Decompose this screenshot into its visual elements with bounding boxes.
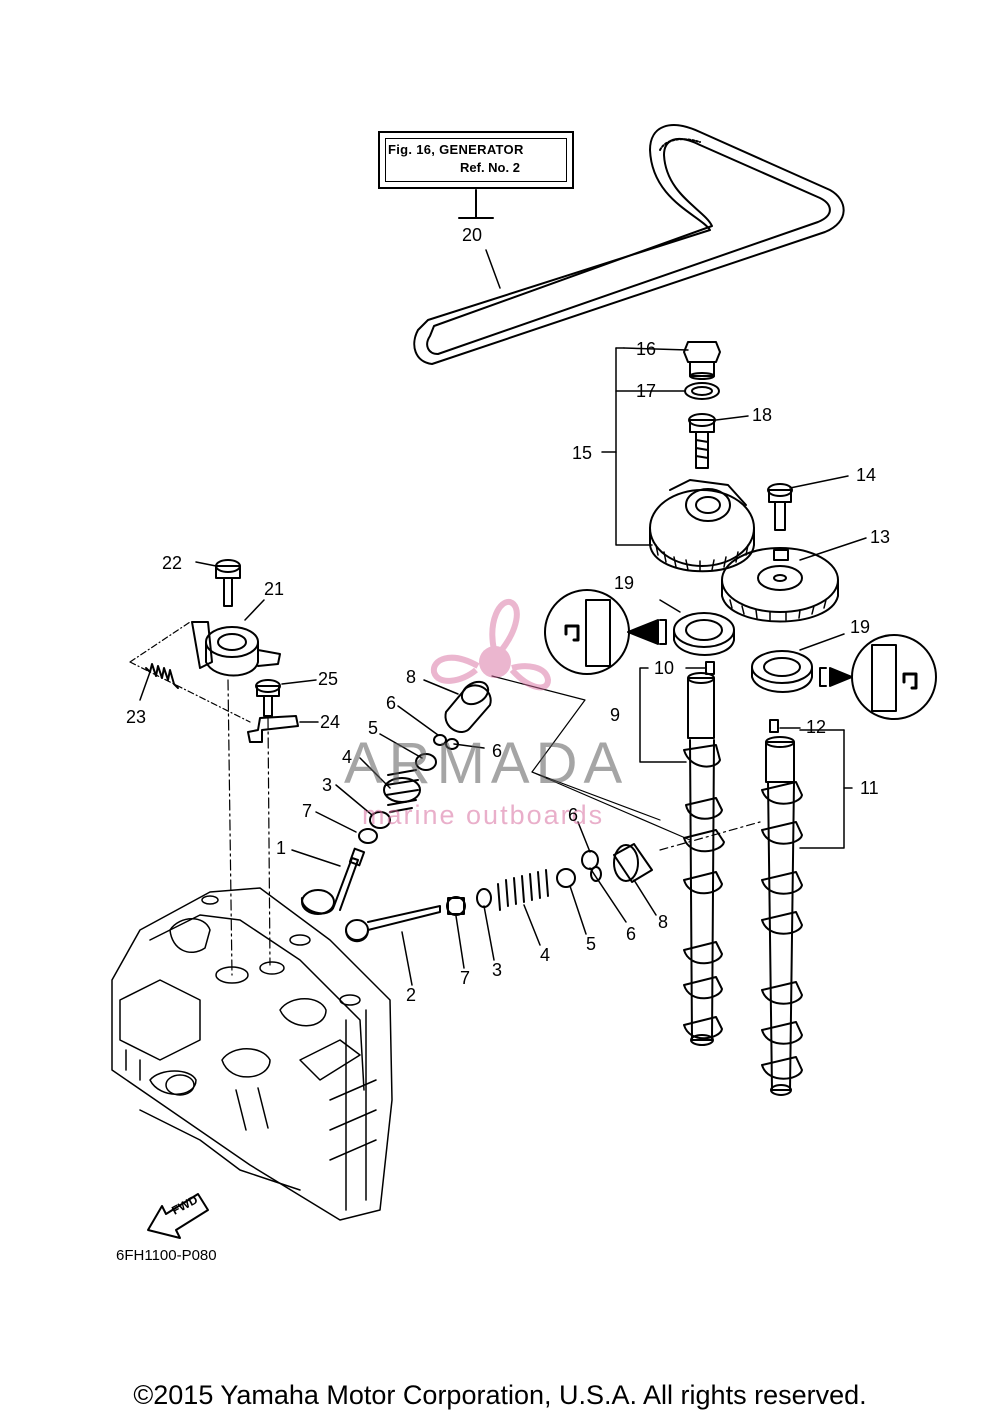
callout-11: 11 [860, 778, 879, 798]
valve-train-lower [345, 843, 653, 943]
callout-3-lower: 3 [492, 960, 503, 980]
reference-number: Ref. No. 2 [460, 160, 520, 175]
callout-8-upper: 8 [406, 667, 417, 687]
callout-14: 14 [856, 465, 877, 485]
oil-seal-19-right [751, 650, 813, 693]
tensioner-21 [191, 621, 281, 677]
bolt-25 [255, 679, 281, 717]
watermark-propeller-icon [430, 598, 552, 691]
callout-7-upper: 7 [302, 801, 313, 821]
seal-detail-right [819, 634, 937, 720]
valve-train-upper [301, 680, 492, 915]
callout-6-lower-a: 6 [568, 805, 579, 825]
callout-18: 18 [752, 405, 773, 425]
washer-17 [684, 382, 720, 400]
callout-25: 25 [318, 669, 339, 689]
sprocket-13 [721, 547, 839, 623]
callout-13: 13 [870, 527, 891, 547]
camshaft-9 [683, 661, 725, 1046]
callout-24: 24 [320, 712, 341, 732]
plug-16 [683, 341, 721, 380]
callout-15: 15 [572, 443, 593, 463]
callout-3-upper: 3 [322, 775, 333, 795]
callout-7-lower: 7 [460, 968, 471, 988]
bolt-14 [767, 483, 793, 531]
callout-2: 2 [406, 985, 417, 1005]
callout-21: 21 [264, 579, 285, 599]
callout-6-lower-b: 6 [626, 924, 637, 944]
callout-5-upper: 5 [368, 718, 379, 738]
bracket-24 [247, 715, 299, 743]
callout-16: 16 [636, 339, 657, 359]
diagram-code: 6FH1100-P080 [116, 1247, 217, 1264]
cylinder-head [111, 887, 393, 1221]
callout-19-left: 19 [614, 573, 635, 593]
callout-10: 10 [654, 658, 675, 678]
callout-1: 1 [276, 838, 287, 858]
callout-5-lower: 5 [586, 934, 597, 954]
callout-22: 22 [162, 553, 183, 573]
callout-12: 12 [806, 717, 827, 737]
callout-4-upper: 4 [342, 747, 353, 767]
callout-17: 17 [636, 381, 657, 401]
camshaft-11 [761, 719, 803, 1096]
reference-figure: Fig. 16, GENERATOR [388, 142, 524, 157]
bolt-22 [215, 559, 241, 607]
callout-6-upper-a: 6 [386, 693, 397, 713]
callout-9: 9 [610, 705, 621, 725]
callout-19-right: 19 [850, 617, 871, 637]
callout-20: 20 [462, 225, 483, 245]
reference-box: Fig. 16, GENERATOR Ref. No. 2 [378, 131, 574, 189]
callout-6-upper-b: 6 [492, 741, 503, 761]
copyright-notice: ©2015 Yamaha Motor Corporation, U.S.A. A… [133, 1380, 867, 1410]
seal-detail-left [544, 589, 667, 675]
callout-23: 23 [126, 707, 147, 727]
watermark-subtitle: marine outboards [362, 800, 605, 830]
fwd-arrow-icon [147, 1193, 209, 1239]
timing-belt [413, 124, 845, 365]
watermark-title: ARMADA [344, 731, 629, 796]
oil-seal-19-left [673, 612, 735, 656]
bolt-18 [688, 413, 716, 469]
callout-4-lower: 4 [540, 945, 551, 965]
callout-8-lower: 8 [658, 912, 669, 932]
